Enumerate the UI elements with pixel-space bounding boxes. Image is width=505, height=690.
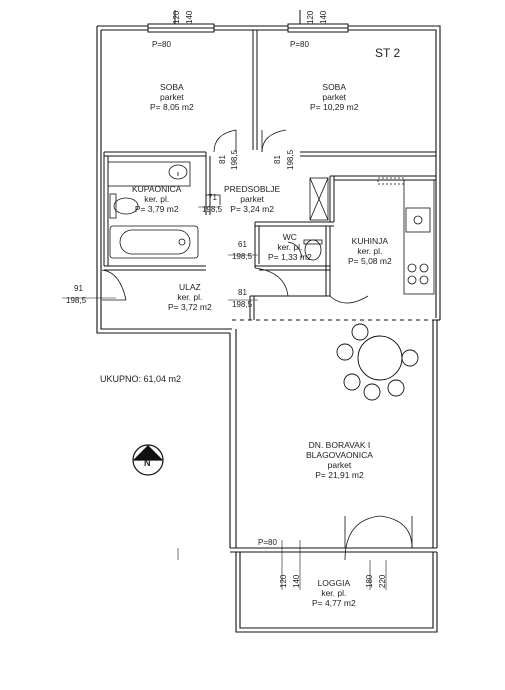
bathroom-fixtures [107, 161, 329, 261]
room-label-soba-1: SOBA parket P= 8,05 m2 [150, 82, 194, 112]
room-name: KUPAONICA [132, 184, 182, 194]
room-area: P= 10,29 m2 [310, 102, 359, 112]
door-swings [101, 129, 413, 561]
room-name-line1: DN. BORAVAK I [308, 440, 371, 450]
room-area: P= 3,24 m2 [230, 204, 274, 214]
loggia-sill-height: 120 [279, 574, 288, 588]
room-floor: ker. pl. [144, 194, 170, 204]
top-windows [147, 10, 349, 33]
window-width-boravak: P=80 [258, 538, 277, 547]
room-name: SOBA [160, 82, 184, 92]
kitchen-fixtures [377, 177, 435, 295]
room-floor: ker. pl. [357, 246, 383, 256]
door-ulaz-height: 198,5 [232, 300, 253, 309]
room-label-wc: WC ker. pl. P= 1,33 m2 [268, 232, 312, 262]
compass-north-label: N [144, 458, 151, 468]
room-label-kupaonica: KUPAONICA ker. pl. P= 3,79 m2 [132, 184, 181, 214]
room-area: P= 21,91 m2 [315, 470, 364, 480]
door-kupaonica-width: 71 [208, 193, 217, 202]
room-area: P= 5,08 m2 [348, 256, 392, 266]
room-floor: parket [160, 92, 184, 102]
dimension-lines [62, 206, 387, 590]
room-area: P= 3,72 m2 [168, 302, 212, 312]
door-soba2-width: 81 [273, 155, 282, 164]
room-label-loggia: LOGGIA ker. pl. P= 4,77 m2 [312, 578, 356, 608]
window-height-soba1: 140 [185, 10, 194, 24]
room-name: WC [282, 232, 297, 242]
room-label-soba-2: SOBA parket P= 10,29 m2 [310, 82, 358, 112]
window-height-soba2: 140 [319, 10, 328, 24]
loggia-window-height: 140 [292, 574, 301, 588]
room-floor: ker. pl. [177, 292, 203, 302]
room-label-predsoblje: PREDSOBLJE parket P= 3,24 m2 [224, 184, 280, 214]
room-floor: parket [327, 460, 352, 470]
room-name-line2: BLAGOVAONICA [306, 450, 373, 460]
room-name: SOBA [322, 82, 347, 92]
room-floor: ker. pl. [277, 242, 303, 252]
door-kupaonica-height: 198,5 [202, 205, 223, 214]
door-wc-height: 198,5 [232, 252, 253, 261]
compass-symbol [132, 444, 164, 476]
room-name: ULAZ [178, 282, 201, 292]
loggia-door-height-2: 220 [378, 574, 387, 588]
room-area: P= 3,79 m2 [134, 204, 179, 214]
door-soba2-height: 198,5 [286, 149, 295, 170]
door-soba1-height: 198,5 [230, 149, 239, 170]
door-entry-width: 91 [74, 284, 83, 293]
interior-walls [103, 30, 436, 321]
room-label-ulaz: ULAZ ker. pl. P= 3,72 m2 [168, 282, 212, 312]
door-wc-width: 61 [238, 240, 247, 249]
room-name: PREDSOBLJE [224, 184, 281, 194]
room-label-boravak: DN. BORAVAK I BLAGOVAONICA parket P= 21,… [306, 440, 373, 480]
window-width-soba2: P=80 [290, 40, 309, 49]
room-name: LOGGIA [317, 578, 351, 588]
room-floor: parket [322, 92, 347, 102]
sill-height-soba2: 120 [306, 10, 315, 24]
room-name: KUHINJA [351, 236, 389, 246]
apartment-label: ST 2 [375, 46, 401, 60]
room-area: P= 8,05 m2 [150, 102, 194, 112]
room-label-kuhinja: KUHINJA ker. pl. P= 5,08 m2 [348, 236, 392, 266]
room-area: P= 1,33 m2 [268, 252, 312, 262]
total-area: UKUPNO: 61,04 m2 [100, 374, 182, 384]
sill-height-soba1: 120 [172, 10, 181, 24]
door-ulaz-width: 81 [238, 288, 247, 297]
dining-table [336, 323, 419, 401]
loggia-door-height-1: 180 [365, 574, 374, 588]
door-soba1-width: 81 [218, 155, 227, 164]
window-width-soba1: P=80 [152, 40, 171, 49]
room-floor: parket [240, 194, 264, 204]
room-area: P= 4,77 m2 [312, 598, 356, 608]
door-entry-height: 198,5 [66, 296, 87, 305]
room-floor: ker. pl. [321, 588, 347, 598]
